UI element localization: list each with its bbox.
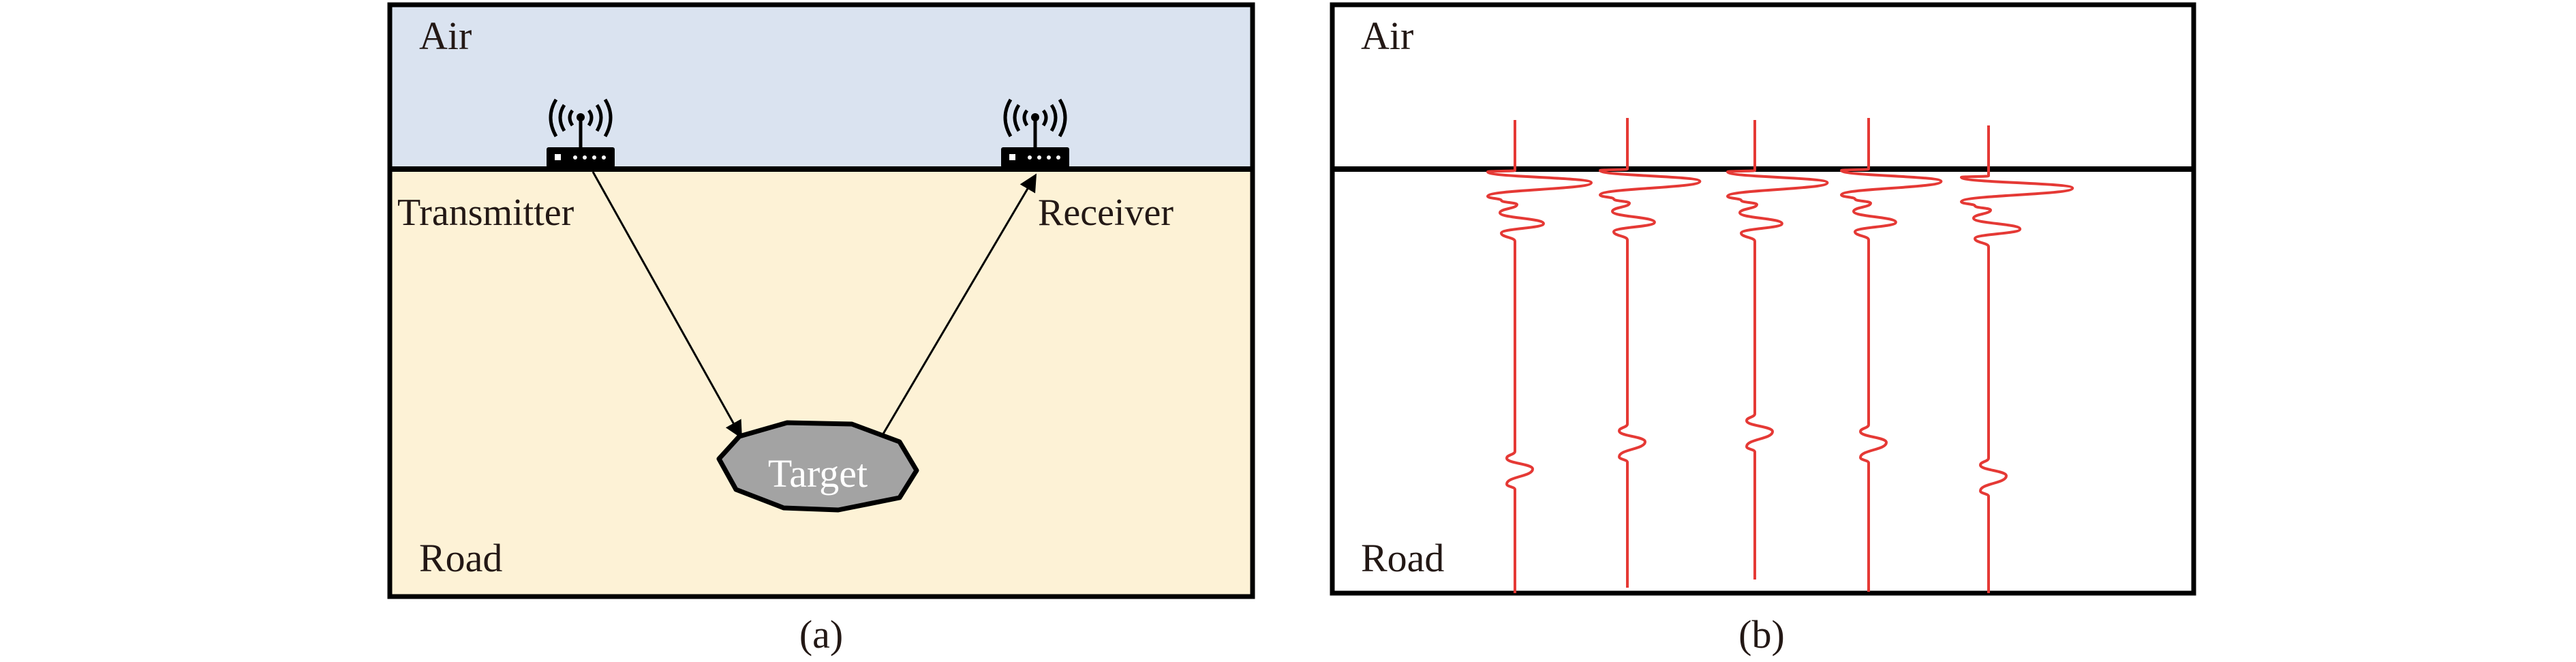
radar-traces [1486,118,2074,593]
road-label-b: Road [1361,536,1444,580]
panel-a-border [387,2,1255,599]
panel-b: Air Road (b) [1330,2,2196,657]
transmitter-antenna-icon [547,98,615,168]
receiver-antenna-icon [1001,98,1069,168]
road-layer [390,169,1253,597]
target-label: Target [768,451,868,496]
road-label: Road [419,536,502,580]
panel-b-background [1332,5,2194,593]
radar-trace-5 [1960,125,2074,593]
radar-trace-1 [1486,120,1593,593]
transmitter-label: Transmitter [397,192,574,234]
reflected-ray-arrow [881,173,1037,436]
target-object [716,420,919,513]
incident-ray-arrow [592,171,742,439]
air-label: Air [419,14,472,58]
panel-b-caption: (b) [1738,612,1785,657]
receiver-label: Receiver [1038,192,1174,234]
radar-trace-4 [1840,118,1943,592]
air-layer [390,5,1253,169]
radar-trace-3 [1726,120,1829,580]
radar-trace-2 [1599,118,1702,588]
panel-a-caption: (a) [799,612,843,657]
air-label-b: Air [1361,14,1413,58]
panel-a: Air Road [387,2,1255,657]
panel-b-border [1330,2,2196,596]
